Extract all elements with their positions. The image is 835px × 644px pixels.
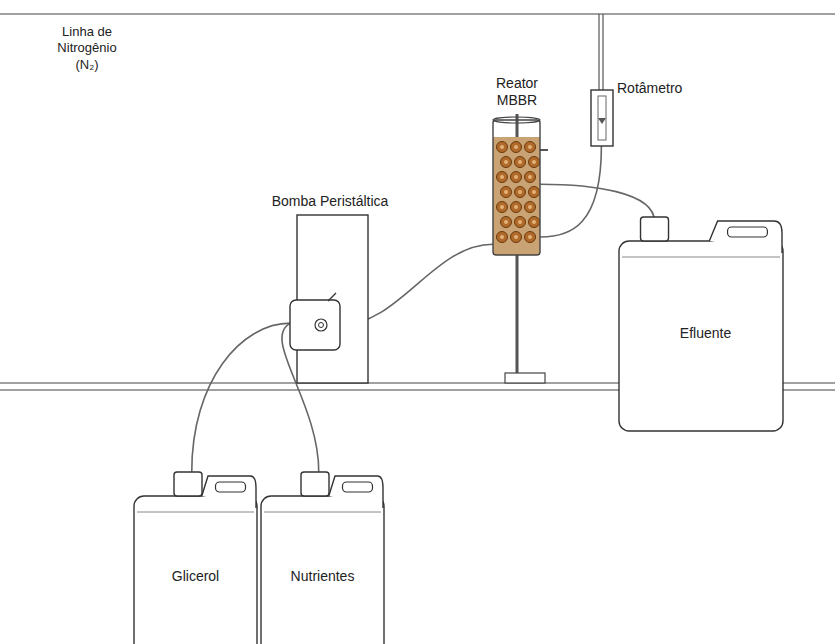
glycerol-jug: Glicerol — [133, 468, 258, 644]
biofilm-carrier — [500, 235, 504, 239]
jug-body — [261, 496, 384, 644]
biofilm-carrier — [529, 157, 540, 168]
tube — [192, 323, 291, 472]
biofilm-carrier — [514, 235, 518, 239]
nutrients-jug: Nutrientes — [260, 468, 385, 644]
biofilm-carrier — [504, 220, 508, 224]
biofilm-carrier — [525, 232, 536, 243]
node-label: Rotâmetro — [617, 80, 697, 97]
biofilm-carrier — [515, 217, 526, 228]
biofilm-carrier — [532, 220, 536, 224]
gas-tube — [602, 14, 603, 90]
jug-shoulder — [622, 257, 780, 258]
tube-connector — [540, 146, 601, 237]
node-label: Nutrientes — [260, 568, 385, 585]
reactor: Reator MBBR — [488, 75, 546, 257]
jug-handle-hole — [728, 227, 768, 237]
node-shape — [288, 193, 372, 383]
biofilm-carrier — [528, 175, 532, 179]
biofilm-carrier — [528, 235, 532, 239]
biofilm-carrier — [497, 232, 508, 243]
biofilm-carrier — [500, 205, 504, 209]
jug-cap — [301, 472, 329, 496]
jug-handle — [202, 476, 256, 508]
biofilm-carrier — [501, 187, 512, 198]
node-label: Glicerol — [133, 568, 258, 585]
node-label: Reator MBBR — [482, 75, 552, 109]
biofilm-carrier — [500, 145, 504, 149]
reactor-rim — [493, 117, 540, 123]
jug-handle-hole — [343, 482, 373, 492]
biofilm-carrier — [497, 202, 508, 213]
biofilm-carrier — [504, 160, 508, 164]
jug-shoulder — [137, 512, 254, 513]
jug-handle-hole — [216, 482, 246, 492]
biofilm-carrier — [518, 220, 522, 224]
gas-tube — [598, 14, 599, 90]
node-shape — [618, 213, 784, 383]
nitrogen-line — [0, 13, 835, 14]
biofilm-carrier — [532, 190, 536, 194]
biofilm-carrier — [501, 217, 512, 228]
reactor-vessel — [493, 120, 540, 255]
biofilm-carrier — [501, 157, 512, 168]
rotameter-tube — [598, 96, 606, 140]
reactor-liquid — [493, 137, 540, 255]
jug-cap — [174, 472, 202, 496]
rotameter-float — [598, 118, 606, 124]
tube — [540, 146, 601, 237]
jug-handle — [709, 221, 782, 253]
pump: Bomba Peristáltica — [288, 193, 372, 383]
pump-housing — [297, 215, 368, 383]
biofilm-carrier — [518, 160, 522, 164]
node-shape — [133, 468, 258, 644]
biofilm-carrier — [518, 190, 522, 194]
biofilm-carrier — [515, 157, 526, 168]
rotameter: Rotâmetro — [590, 78, 685, 148]
biofilm-carrier — [500, 175, 504, 179]
biofilm-carrier — [511, 202, 522, 213]
biofilm-carrier — [497, 172, 508, 183]
pump-head — [290, 300, 340, 350]
biofilm-carrier — [514, 145, 518, 149]
biofilm-carrier — [504, 190, 508, 194]
biofilm-carrier — [514, 175, 518, 179]
jug-body — [134, 496, 257, 644]
biofilm-carrier — [525, 202, 536, 213]
biofilm-carrier — [529, 217, 540, 228]
pump-lever — [328, 293, 336, 301]
tube-connector — [192, 323, 291, 472]
biofilm-carrier — [528, 205, 532, 209]
biofilm-carrier — [514, 205, 518, 209]
biofilm-carrier — [529, 187, 540, 198]
line-label: Linha de Nitrogênio (N₂) — [47, 24, 127, 73]
effluent-jug: Efluente — [618, 213, 784, 383]
node-label: Efluente — [618, 325, 793, 342]
biofilm-carrier — [525, 172, 536, 183]
biofilm-carrier — [511, 172, 522, 183]
jug-shoulder — [264, 512, 381, 513]
biofilm-carrier — [532, 160, 536, 164]
jug-cap — [641, 217, 669, 241]
pump-rotor — [315, 319, 327, 331]
biofilm-carrier — [525, 142, 536, 153]
node-label: Bomba Peristáltica — [270, 193, 390, 210]
rotameter-body — [591, 90, 613, 146]
jug-handle — [329, 476, 383, 508]
biofilm-carrier — [511, 142, 522, 153]
node-shape — [260, 468, 385, 644]
pump-rotor — [319, 323, 324, 328]
stand-base — [505, 373, 545, 383]
biofilm-carrier — [511, 232, 522, 243]
biofilm-carrier — [497, 142, 508, 153]
biofilm-carrier — [528, 145, 532, 149]
biofilm-carrier — [515, 187, 526, 198]
